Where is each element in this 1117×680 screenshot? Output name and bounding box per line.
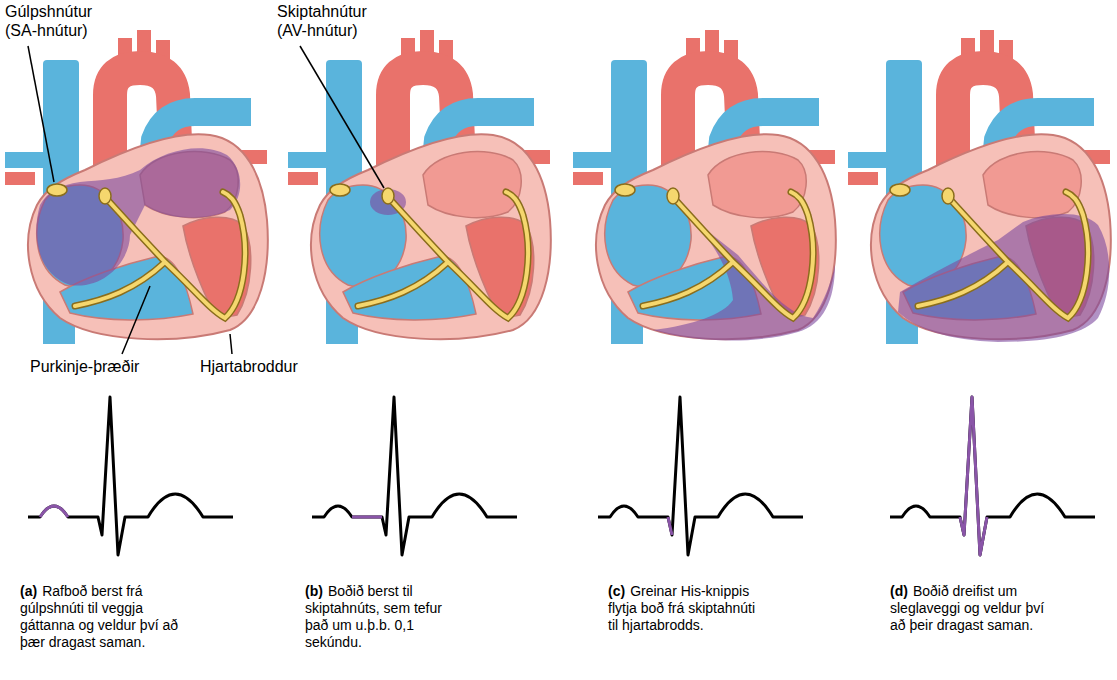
ecg-highlight: [40, 506, 68, 517]
caption-letter: (c): [608, 583, 625, 599]
heart-panel: [848, 30, 1111, 344]
caption-letter: (b): [305, 583, 323, 599]
part-label: Purkinje-þræðir: [30, 357, 139, 376]
part-label: Skiptahnútur (AV-hnútur): [277, 2, 395, 40]
caption: (d)Boðið dreifist um sleglaveggi og veld…: [890, 583, 1050, 634]
ecg-line: [28, 397, 233, 555]
ecg-highlight: [960, 397, 987, 555]
leader-line: [28, 46, 54, 182]
ecg-trace: [598, 397, 803, 555]
part-label: Hjartabroddur: [200, 357, 298, 376]
heart: [573, 30, 836, 344]
heart-panel: [573, 30, 836, 344]
caption: (c)Greinar His-knippis flytja boð frá sk…: [608, 583, 768, 634]
caption-text: Rafboð berst frá gúlpshnúti til veggja g…: [20, 583, 178, 650]
excitation-area: [36, 148, 240, 285]
ecg-trace: [890, 397, 1095, 555]
leader-line: [122, 286, 150, 354]
conduction: [615, 184, 813, 318]
leader-line: [230, 334, 232, 354]
heart: [5, 30, 268, 344]
leader-lines: [28, 46, 384, 354]
caption: (a)Rafboð berst frá gúlpshnúti til veggj…: [20, 583, 180, 651]
heart-panel: [288, 30, 551, 344]
excitation-area: [898, 214, 1109, 342]
leader-line: [300, 46, 384, 188]
ecg-highlight: [352, 516, 382, 519]
conduction: [890, 184, 1088, 318]
conduction: [47, 184, 245, 318]
caption: (b)Boðið berst til skiptahnúts, sem tefu…: [305, 583, 465, 651]
caption-text: Boðið dreifist um sleglaveggi og veldur …: [890, 583, 1044, 633]
conduction: [330, 184, 528, 318]
ecg-highlight: [668, 517, 672, 535]
caption-text: Greinar His-knippis flytja boð frá skipt…: [608, 583, 755, 633]
caption-text: Boðið berst til skiptahnúts, sem tefur þ…: [305, 583, 442, 650]
ecg-trace: [28, 397, 233, 555]
ecg-line: [598, 397, 803, 555]
caption-letter: (a): [20, 583, 37, 599]
ecg-traces: [28, 397, 1095, 555]
heart: [288, 30, 551, 344]
part-label: Gúlpshnútur (SA-hnútur): [5, 2, 117, 40]
caption-letter: (d): [890, 583, 908, 599]
ecg-line: [312, 397, 517, 555]
ecg-trace: [312, 397, 517, 555]
heart: [848, 30, 1111, 344]
heart-panel: [5, 30, 268, 344]
ecg-line: [890, 397, 1095, 555]
